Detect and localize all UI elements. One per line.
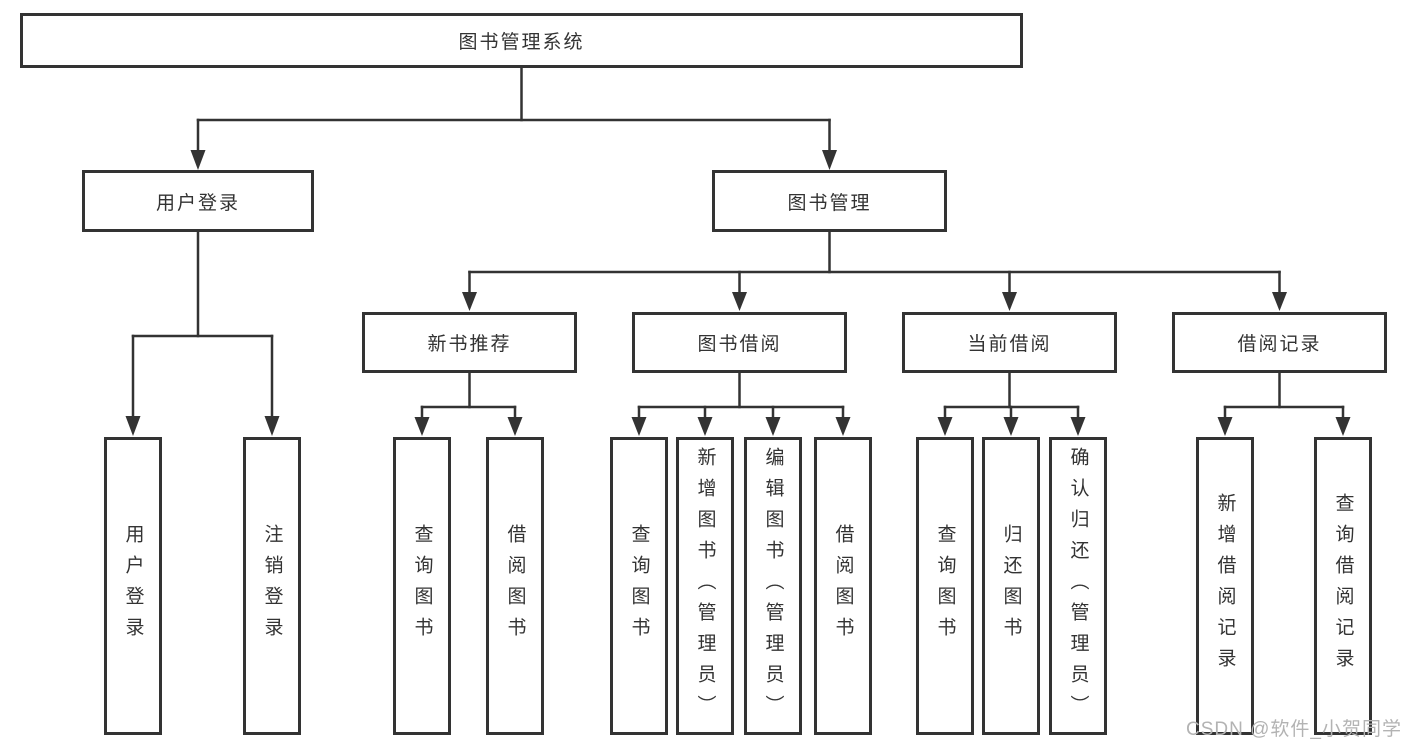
- leaf-borrow-book: 借阅图书: [814, 437, 872, 735]
- connector-book-borrow-children: [631, 371, 851, 436]
- node-library-management-system-label: 图书管理系统: [458, 32, 585, 53]
- leaf-user-login-label: 用户登录: [122, 524, 144, 648]
- leaf-query-books-current: 查询图书: [916, 437, 974, 735]
- connector-current-borrow-children: [937, 371, 1086, 436]
- leaf-query-books-recommend: 查询图书: [393, 437, 451, 735]
- node-current-borrow: 当前借阅: [902, 312, 1117, 373]
- node-current-borrow-label: 当前借阅: [967, 334, 1052, 355]
- leaf-add-borrow-record-label: 新增借阅记录: [1214, 493, 1236, 679]
- leaf-query-borrow-record-label: 查询借阅记录: [1332, 493, 1354, 679]
- node-new-book-recommend: 新书推荐: [362, 312, 577, 373]
- node-user-login: 用户登录: [82, 170, 314, 232]
- leaf-user-login: 用户登录: [104, 437, 162, 735]
- leaf-edit-book-admin: 编辑图书（管理员）: [744, 437, 802, 735]
- csdn-watermark: CSDN @软件_小贺同学: [1186, 719, 1402, 740]
- node-book-borrow: 图书借阅: [632, 312, 847, 373]
- leaf-return-book-label: 归还图书: [1000, 524, 1022, 648]
- leaf-confirm-return-admin-label: 确认归还（管理员）: [1067, 446, 1089, 726]
- leaf-borrow-books-recommend: 借阅图书: [486, 437, 544, 735]
- leaf-edit-book-admin-label: 编辑图书（管理员）: [762, 446, 784, 726]
- leaf-query-books-borrow-label: 查询图书: [628, 524, 650, 648]
- leaf-add-book-admin-label: 新增图书（管理员）: [694, 446, 716, 726]
- leaf-query-books-recommend-label: 查询图书: [411, 524, 433, 648]
- leaf-add-borrow-record: 新增借阅记录: [1196, 437, 1254, 735]
- node-library-management-system: 图书管理系统: [20, 13, 1023, 68]
- node-book-management-label: 图书管理: [787, 192, 872, 214]
- leaf-borrow-books-recommend-label: 借阅图书: [504, 524, 526, 648]
- node-borrow-records-label: 借阅记录: [1237, 334, 1322, 355]
- leaf-query-books-current-label: 查询图书: [934, 524, 956, 648]
- leaf-add-book-admin: 新增图书（管理员）: [676, 437, 734, 735]
- node-book-management: 图书管理: [712, 170, 947, 232]
- connector-user-login-children: [125, 230, 280, 436]
- node-borrow-records: 借阅记录: [1172, 312, 1387, 373]
- node-book-borrow-label: 图书借阅: [697, 334, 782, 355]
- leaf-borrow-book-label: 借阅图书: [832, 524, 854, 648]
- leaf-query-borrow-record: 查询借阅记录: [1314, 437, 1372, 735]
- node-new-book-recommend-label: 新书推荐: [427, 334, 512, 355]
- node-user-login-label: 用户登录: [155, 192, 240, 214]
- leaf-confirm-return-admin: 确认归还（管理员）: [1049, 437, 1107, 735]
- connector-borrow-records-children: [1217, 371, 1351, 436]
- leaf-return-book: 归还图书: [982, 437, 1040, 735]
- connector-root-to-level2: [190, 66, 837, 170]
- leaf-logout: 注销登录: [243, 437, 301, 735]
- connector-book-management-children: [462, 230, 1287, 311]
- connector-new-book-recommend-children: [414, 371, 523, 436]
- leaf-query-books-borrow: 查询图书: [610, 437, 668, 735]
- leaf-logout-label: 注销登录: [261, 524, 283, 648]
